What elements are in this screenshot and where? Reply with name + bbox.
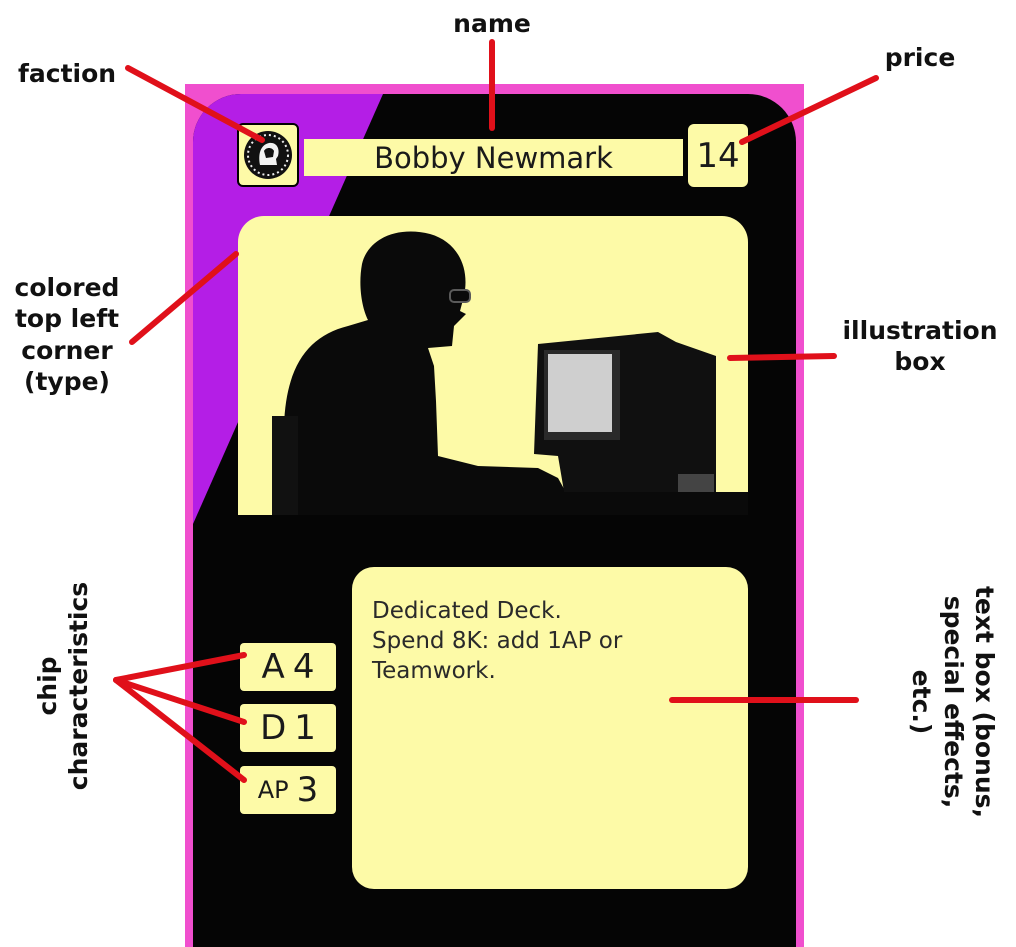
label-type-corner-line-2: top left xyxy=(14,304,120,334)
pointer-illustration xyxy=(727,353,837,361)
card-text-line-2: Spend 8K: add 1AP or xyxy=(372,627,623,654)
label-illustration-line-1: illustration xyxy=(842,316,998,345)
label-name: name xyxy=(453,9,531,38)
faction-emblem-icon xyxy=(244,131,292,179)
label-type-corner-line-1: colored xyxy=(14,273,120,302)
chip-action-points-value: 3 xyxy=(296,770,319,810)
label-type-corner-line-3: corner xyxy=(21,335,113,365)
chip-attack-value: 4 xyxy=(292,647,315,687)
label-faction: faction xyxy=(18,59,117,88)
hacker-at-computer-illustration xyxy=(272,231,748,515)
card-text-box: Dedicated Deck. Spend 8K: add 1AP or Tea… xyxy=(352,567,748,889)
pointer-chip-defense xyxy=(113,677,247,725)
chip-defense: D 1 xyxy=(240,704,336,752)
chip-attack: A 4 xyxy=(240,643,336,691)
pointer-faction xyxy=(125,65,265,143)
label-illustration: illustration box xyxy=(830,315,1010,378)
card-text-line-3: Teamwork. xyxy=(372,657,496,684)
card-name: Bobby Newmark xyxy=(304,139,683,176)
pointer-chip-attack xyxy=(113,652,247,683)
chip-attack-label: A xyxy=(261,647,285,687)
illustration-box xyxy=(238,216,748,515)
chip-defense-value: 1 xyxy=(294,708,316,748)
pointer-price xyxy=(739,75,879,145)
faction-badge xyxy=(237,123,299,187)
pointer-type-corner xyxy=(129,251,239,345)
label-type-corner: colored top left corner (type) xyxy=(2,272,132,397)
pointer-chip-action-points xyxy=(113,677,247,783)
card-price: 14 xyxy=(688,124,748,187)
label-type-corner-line-4: (type) xyxy=(24,366,110,396)
chip-action-points-label: AP xyxy=(257,776,289,804)
label-price: price xyxy=(884,43,956,72)
card-text-line-1: Dedicated Deck. xyxy=(372,598,562,624)
label-illustration-line-2: box xyxy=(894,347,946,377)
chip-defense-label: D xyxy=(260,708,287,748)
chip-action-points: AP 3 xyxy=(240,766,336,814)
